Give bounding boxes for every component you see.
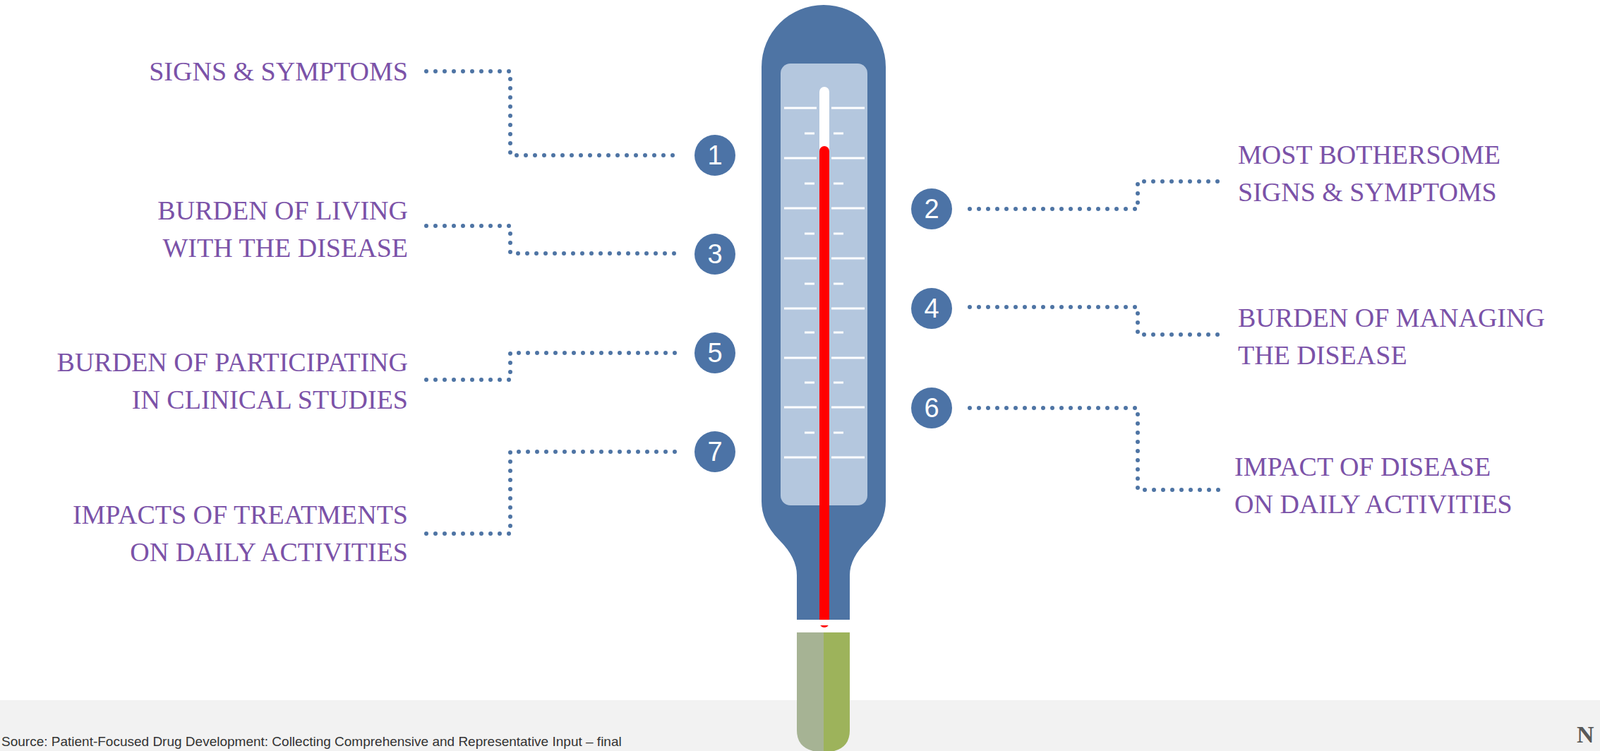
callout-number-text: 6 — [923, 393, 939, 423]
category-label: BURDEN OF PARTICIPATING IN CLINICAL STUD… — [49, 343, 408, 419]
bulb-left — [796, 632, 824, 751]
callout-number-text: 5 — [707, 338, 723, 368]
thermometer-tube — [819, 91, 830, 149]
callout-number-text: 7 — [707, 436, 723, 467]
callout-number-text: 3 — [707, 239, 723, 269]
category-label: SIGNS & SYMPTOMS — [148, 52, 408, 91]
leader-lines — [426, 71, 1222, 534]
category-label: BURDEN OF MANAGING THE DISEASE — [1237, 299, 1553, 375]
callout-number-text: 1 — [707, 140, 723, 171]
bulb-gap — [796, 619, 850, 626]
callout-number-text: 4 — [923, 293, 939, 324]
bulb-right — [823, 632, 850, 751]
callout-number: 5 — [694, 332, 736, 374]
thermometer-body — [761, 4, 886, 623]
source-note: Source: Patient-Focused Drug Development… — [1, 734, 622, 750]
callout-number: 7 — [694, 431, 736, 473]
category-label: IMPACT OF DISEASE ON DAILY ACTIVITIES — [1234, 448, 1523, 523]
callout-number: 1 — [694, 134, 736, 176]
category-label: MOST BOTHERSOME SIGNS & SYMPTOMS — [1237, 136, 1509, 212]
callout-number: 6 — [911, 387, 953, 429]
callout-number: 3 — [694, 233, 736, 275]
mercury-column — [819, 151, 830, 623]
callout-number: 2 — [911, 188, 953, 230]
category-label: IMPACTS OF TREATMENTS ON DAILY ACTIVITIE… — [64, 496, 408, 571]
logo-mark: N — [1576, 721, 1595, 749]
category-label: BURDEN OF LIVING WITH THE DISEASE — [150, 191, 408, 267]
callout-number-text: 2 — [923, 194, 939, 224]
callout-number: 4 — [911, 287, 953, 329]
